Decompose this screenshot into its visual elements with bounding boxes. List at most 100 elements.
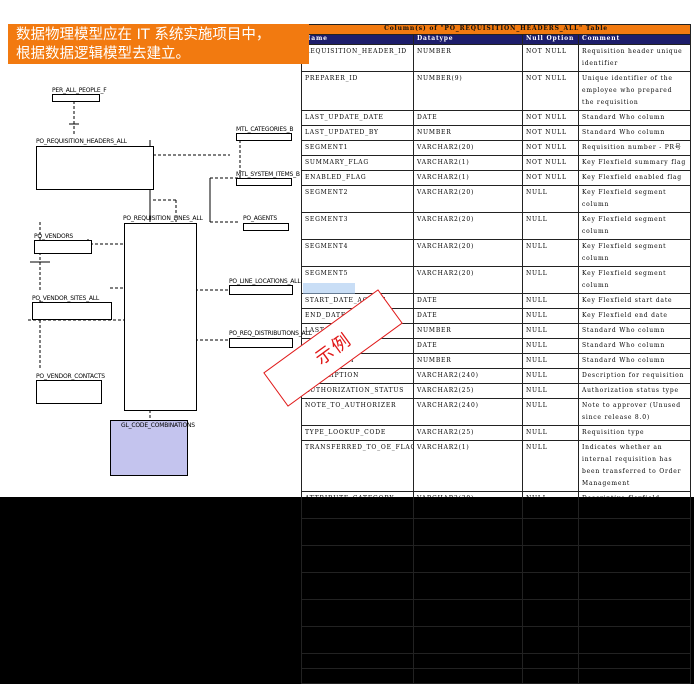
cell-null-option: NULL bbox=[522, 383, 579, 399]
cell-name: SEGMENT1 bbox=[301, 140, 414, 156]
cell-type: VARCHAR2(1) bbox=[413, 440, 523, 492]
cell-name: ATTRIBUTE1 bbox=[301, 518, 414, 546]
cell-type: DATE bbox=[413, 338, 523, 354]
cell-name: ATTRIBUTE_CATEGORY bbox=[301, 491, 414, 519]
entity-po-vendor-sites[interactable] bbox=[32, 302, 112, 320]
cell-null-option: NULL bbox=[522, 212, 579, 240]
entity-gl-code-combinations[interactable] bbox=[110, 420, 188, 476]
cell-name: ON_LINE_FLAG bbox=[301, 653, 414, 669]
cell-comment: Description for requisition bbox=[577, 368, 692, 384]
cell-null-option: NULL bbox=[522, 266, 579, 294]
cell-name: ATTRIBUTE2 bbox=[301, 545, 414, 573]
cell-name: SEGMENT2 bbox=[301, 185, 414, 213]
cell-null-option: NULL bbox=[522, 353, 579, 369]
entity-label-mtl-system-items: MTL_SYSTEM_ITEMS_B bbox=[236, 171, 300, 178]
cell-type: VARCHAR2(150) bbox=[413, 599, 523, 627]
entity-po-agents[interactable] bbox=[243, 223, 289, 231]
cell-type: VARCHAR2(150) bbox=[413, 626, 523, 654]
cell-null-option: NULL bbox=[522, 440, 579, 492]
cell-null-option: NULL bbox=[522, 653, 579, 669]
cell-comment: Descriptive flexfield segment bbox=[577, 626, 692, 654]
cell-comment: Key Flexfield segment column bbox=[577, 266, 692, 294]
cell-name: PREPARER_ID bbox=[301, 71, 414, 111]
table-row: PRELIMINARY_RESEARCH_FLAGVARCHAR2(1)NULL… bbox=[301, 668, 692, 684]
cell-null-option: NULL bbox=[522, 398, 579, 426]
entity-po-req-lines[interactable] bbox=[124, 223, 197, 411]
cell-type: VARCHAR2(1) bbox=[413, 170, 523, 186]
cell-name: SEGMENT4 bbox=[301, 239, 414, 267]
cell-comment: Key Flexfield segment column bbox=[577, 212, 692, 240]
column-header-comment: Comment bbox=[577, 34, 692, 45]
cell-name: LAST_UPDATED_BY bbox=[301, 125, 414, 141]
cell-type: VARCHAR2(20) bbox=[413, 239, 523, 267]
cell-null-option: NULL bbox=[522, 308, 579, 324]
cell-null-option: NOT NULL bbox=[522, 140, 579, 156]
cell-null-option: NULL bbox=[522, 425, 579, 441]
cell-comment: Standard Who column bbox=[577, 353, 692, 369]
cell-comment: Descriptive flexfield segment bbox=[577, 491, 692, 519]
cell-type: VARCHAR2(25) bbox=[413, 425, 523, 441]
entity-po-req-dist[interactable] bbox=[229, 338, 293, 348]
entity-label-per-all-people: PER_ALL_PEOPLE_F bbox=[52, 87, 107, 94]
entity-label-po-vendor-sites: PO_VENDOR_SITES_ALL bbox=[32, 295, 100, 302]
cell-comment: Key Flexfield summary flag bbox=[577, 155, 692, 171]
entity-po-vendors[interactable] bbox=[34, 240, 92, 254]
banner: 数据物理模型应在 IT 系统实施项目中， 根据数据逻辑模型去建立。 bbox=[8, 24, 309, 64]
cell-name: REQUISITION_HEADER_ID bbox=[301, 44, 414, 72]
cell-comment: Unique identifier of the employee who pr… bbox=[577, 71, 692, 111]
cell-type: DATE bbox=[413, 110, 523, 126]
cell-comment: Standard Who column bbox=[577, 338, 692, 354]
cell-null-option: NOT NULL bbox=[522, 155, 579, 171]
cell-null-option: NOT NULL bbox=[522, 125, 579, 141]
cell-comment: Descriptive flexfield segment bbox=[577, 572, 692, 600]
cell-comment: Standard Who column bbox=[577, 125, 692, 141]
cell-type: NUMBER(9) bbox=[413, 71, 523, 111]
relationship-lines bbox=[28, 96, 241, 420]
column-header-null-option: Null Option bbox=[522, 34, 579, 45]
cell-type: NUMBER bbox=[413, 323, 523, 339]
entity-label-po-vendor-contacts: PO_VENDOR_CONTACTS bbox=[36, 373, 105, 380]
cell-comment: Requisition number - PR号 bbox=[577, 140, 692, 156]
cell-name: ATTRIBUTE5 bbox=[301, 626, 414, 654]
cell-type: NUMBER bbox=[413, 125, 523, 141]
cell-null-option: NULL bbox=[522, 626, 579, 654]
entity-label-po-req-dist: PO_REQ_DISTRIBUTIONS_ALL bbox=[229, 330, 312, 337]
cell-name: TRANSFERRED_TO_OE_FLAG bbox=[301, 440, 414, 492]
entity-po-vendor-contacts[interactable] bbox=[36, 380, 102, 404]
entity-label-gl-code-combinations: GL_CODE_COMBINATIONS bbox=[121, 422, 195, 429]
entity-po-line-locations[interactable] bbox=[229, 285, 293, 295]
entity-mtl-categories[interactable] bbox=[236, 133, 292, 141]
cell-comment: Key Flexfield segment column bbox=[577, 239, 692, 267]
cell-name: LAST_UPDATE_DATE bbox=[301, 110, 414, 126]
entity-mtl-system-items[interactable] bbox=[236, 178, 292, 186]
cell-null-option: NULL bbox=[522, 338, 579, 354]
cell-type: VARCHAR2(150) bbox=[413, 518, 523, 546]
entity-label-po-agents: PO_AGENTS bbox=[243, 215, 277, 222]
cell-type: DATE bbox=[413, 308, 523, 324]
entity-label-po-vendors: PO_VENDORS bbox=[34, 233, 74, 240]
cell-type: VARCHAR2(20) bbox=[413, 212, 523, 240]
cell-type: VARCHAR2(150) bbox=[413, 572, 523, 600]
cell-comment: Requisition type bbox=[577, 425, 692, 441]
cell-comment: Key Flexfield start date bbox=[577, 293, 692, 309]
cell-type: VARCHAR2(20) bbox=[413, 266, 523, 294]
cell-type: VARCHAR2(1) bbox=[413, 653, 523, 669]
cell-type: VARCHAR2(1) bbox=[413, 155, 523, 171]
entity-po-req-headers[interactable] bbox=[36, 146, 154, 190]
column-header-datatype: Datatype bbox=[413, 34, 523, 45]
cell-type: VARCHAR2(150) bbox=[413, 545, 523, 573]
entity-per-all-people[interactable] bbox=[52, 94, 100, 102]
cell-name: PRELIMINARY_RESEARCH_FLAG bbox=[301, 668, 414, 684]
